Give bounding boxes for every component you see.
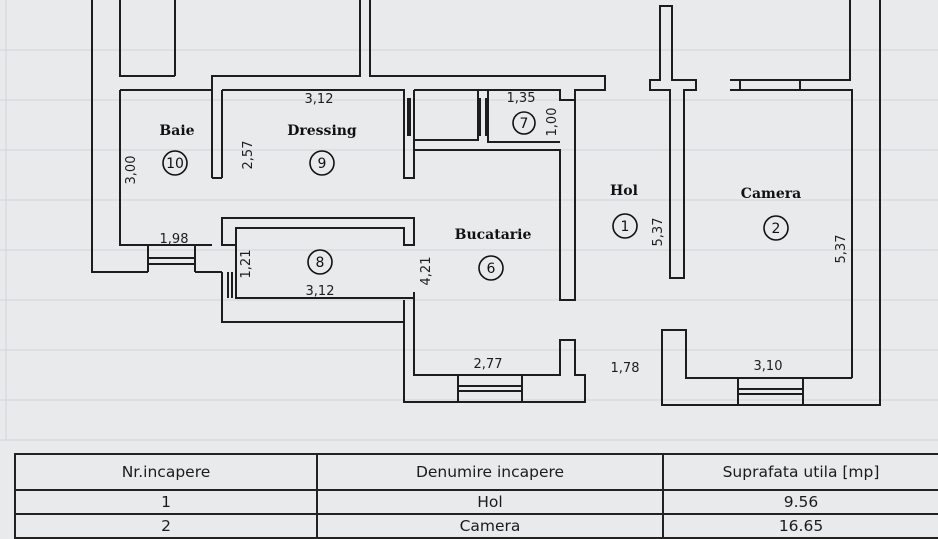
table-header-row: Nr.incapere Denumire incapere Suprafata … xyxy=(14,453,938,491)
dim-dressing-width: 3,12 xyxy=(305,92,334,107)
svg-text:2: 2 xyxy=(772,221,781,237)
room-number-storage: 8 xyxy=(307,249,333,275)
floor-plan: Baie Dressing Bucatarie Hol Camera 10 9 … xyxy=(0,0,938,441)
table-row: 1 Hol 9.56 xyxy=(14,489,938,515)
header-nr: Nr.incapere xyxy=(14,453,318,491)
cell-nr: 2 xyxy=(14,513,318,539)
svg-text:6: 6 xyxy=(487,261,496,277)
dim-hol-height: 5,37 xyxy=(651,218,666,247)
room-name-camera: Camera xyxy=(741,186,801,202)
room-name-dressing: Dressing xyxy=(287,123,357,139)
table-row: 2 Camera 16.65 xyxy=(14,513,938,539)
room-number-dressing: 9 xyxy=(309,150,335,176)
room-number-camera: 2 xyxy=(763,215,789,241)
dim-pantry-depth: 1,00 xyxy=(545,108,560,137)
dim-hol-width: 1,78 xyxy=(611,361,640,376)
dim-bucatarie-height: 4,21 xyxy=(419,257,434,286)
room-number-bucatarie: 6 xyxy=(478,255,504,281)
dim-bucatarie-width: 2,77 xyxy=(474,357,503,372)
header-name: Denumire incapere xyxy=(316,453,664,491)
svg-text:9: 9 xyxy=(318,156,327,172)
svg-text:1: 1 xyxy=(621,219,630,235)
room-number-baie: 10 xyxy=(162,150,188,176)
dim-camera-height: 5,37 xyxy=(834,235,849,264)
dim-pantry-width: 1,35 xyxy=(507,91,536,106)
room-number-pantry: 7 xyxy=(512,111,536,135)
header-area: Suprafata utila [mp] xyxy=(662,453,938,491)
room-name-hol: Hol xyxy=(610,183,638,199)
svg-text:10: 10 xyxy=(166,156,184,172)
dim-storage-width: 3,12 xyxy=(306,284,335,299)
dim-camera-width: 3,10 xyxy=(754,359,783,374)
cell-area: 9.56 xyxy=(662,489,938,515)
ruled-lines xyxy=(0,0,938,441)
room-number-hol: 1 xyxy=(612,213,638,239)
cell-name: Camera xyxy=(316,513,664,539)
room-area-table: Nr.incapere Denumire incapere Suprafata … xyxy=(14,453,938,539)
walls xyxy=(91,0,881,406)
cell-nr: 1 xyxy=(14,489,318,515)
cell-name: Hol xyxy=(316,489,664,515)
dim-storage-height: 1,21 xyxy=(239,250,254,279)
svg-text:8: 8 xyxy=(316,255,325,271)
dim-dressing-height: 2,57 xyxy=(241,141,256,170)
dim-baie-height: 3,00 xyxy=(124,156,139,185)
room-name-baie: Baie xyxy=(159,123,194,139)
room-name-bucatarie: Bucatarie xyxy=(455,227,532,243)
svg-text:7: 7 xyxy=(520,116,529,132)
cell-area: 16.65 xyxy=(662,513,938,539)
dim-baie-width: 1,98 xyxy=(160,232,189,247)
